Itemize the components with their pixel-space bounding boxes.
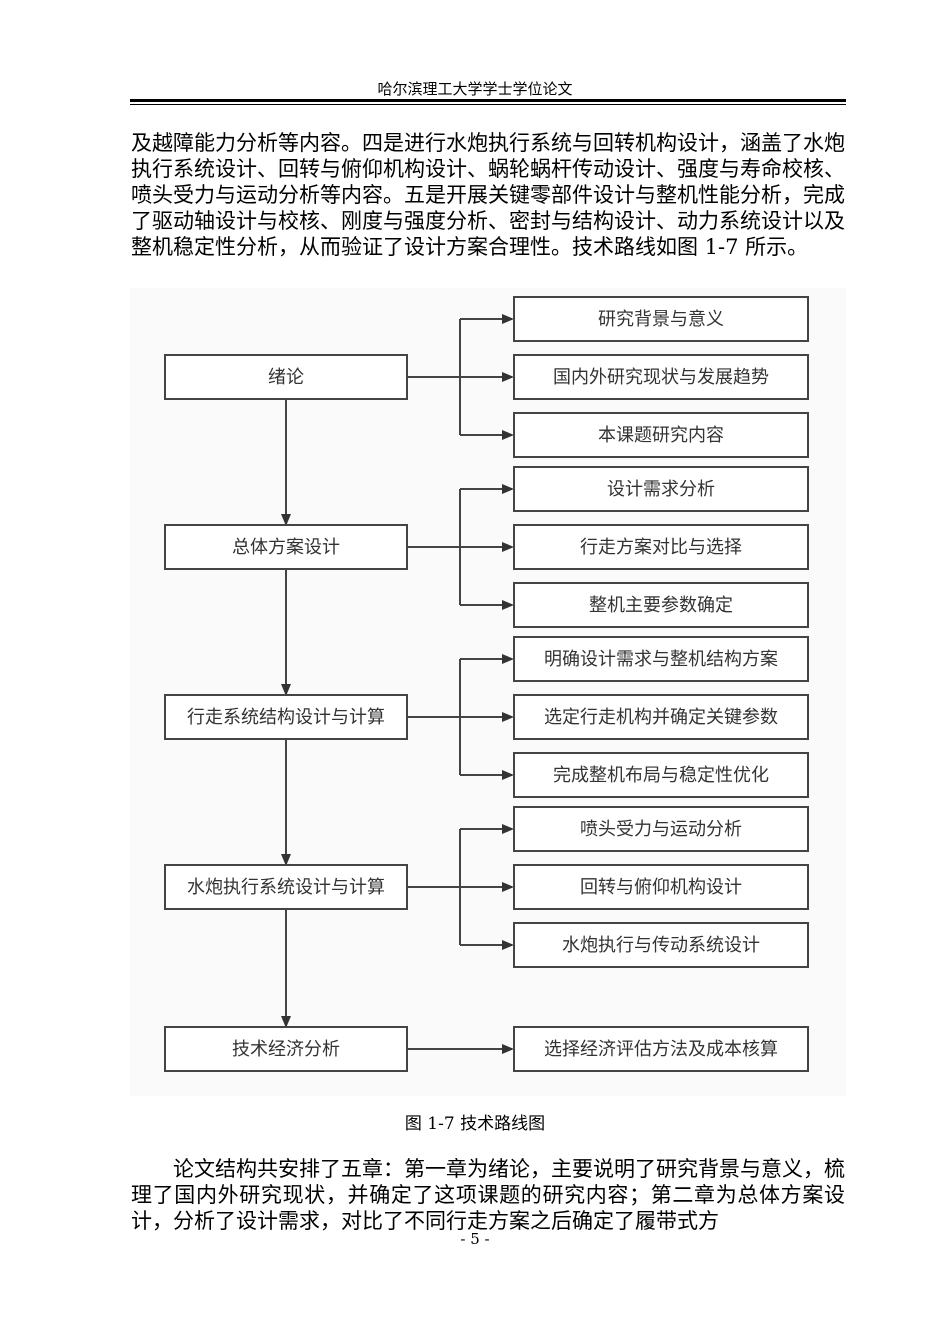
- sub-box-3-2-label: 水炮执行与传动系统设计: [562, 935, 760, 956]
- sub-box-0-0: [513, 296, 809, 342]
- running-header: 哈尔滨理工大学学士学位论文: [377, 80, 573, 98]
- sub-box-2-0-label: 明确设计需求与整机结构方案: [544, 649, 778, 670]
- sub-box-2-0: [513, 636, 809, 682]
- sub-box-2-1: [513, 694, 809, 740]
- sub-box-4-0-label: 选择经济评估方法及成本核算: [544, 1039, 778, 1060]
- sub-box-1-1: [513, 524, 809, 570]
- stage-box-2-label: 行走系统结构设计与计算: [187, 707, 385, 728]
- sub-box-0-1: [513, 354, 809, 400]
- stage-box-0: [164, 354, 408, 400]
- page-number: - 5 -: [460, 1230, 490, 1248]
- sub-box-3-1: [513, 864, 809, 910]
- sub-box-2-2-label: 完成整机布局与稳定性优化: [553, 765, 769, 786]
- sub-box-3-1-label: 回转与俯仰机构设计: [580, 877, 742, 898]
- stage-box-1: [164, 524, 408, 570]
- sub-box-0-2-label: 本课题研究内容: [598, 425, 724, 446]
- stage-box-3: [164, 864, 408, 910]
- stage-box-3-label: 水炮执行系统设计与计算: [187, 877, 385, 898]
- sub-box-0-1-label: 国内外研究现状与发展趋势: [553, 367, 769, 388]
- stage-box-4-label: 技术经济分析: [232, 1039, 340, 1060]
- sub-box-1-0: [513, 466, 809, 512]
- sub-box-0-2: [513, 412, 809, 458]
- sub-box-1-2-label: 整机主要参数确定: [589, 595, 733, 616]
- stage-box-0-label: 绪论: [268, 367, 304, 388]
- stage-box-1-label: 总体方案设计: [232, 537, 340, 558]
- sub-box-3-0-label: 喷头受力与运动分析: [580, 819, 742, 840]
- sub-box-3-2: [513, 922, 809, 968]
- sub-box-1-1-label: 行走方案对比与选择: [580, 537, 742, 558]
- sub-box-4-0: [513, 1026, 809, 1072]
- sub-box-1-0-label: 设计需求分析: [607, 479, 715, 500]
- sub-box-2-1-label: 选定行走机构并确定关键参数: [544, 707, 778, 728]
- header-rule-thin: [130, 104, 846, 105]
- sub-box-3-0: [513, 806, 809, 852]
- sub-box-0-0-label: 研究背景与意义: [598, 309, 724, 330]
- body-paragraph-2: 论文结构共安排了五章：第一章为绪论，主要说明了研究背景与意义，梳理了国内外研究现…: [131, 1157, 845, 1233]
- body-paragraph-1: 及越障能力分析等内容。四是进行水炮执行系统与回转机构设计，涵盖了水炮执行系统设计…: [131, 131, 845, 259]
- technical-route-figure: 绪论 研究背景与意义国内外研究现状与发展趋势本课题研究内容总体方案设计 设计需求分析…: [130, 288, 846, 1096]
- header-rule-thick: [130, 99, 846, 102]
- stage-box-4: [164, 1026, 408, 1072]
- figure-caption: 图 1-7 技术路线图: [404, 1114, 546, 1134]
- sub-box-1-2: [513, 582, 809, 628]
- sub-box-2-2: [513, 752, 809, 798]
- stage-box-2: [164, 694, 408, 740]
